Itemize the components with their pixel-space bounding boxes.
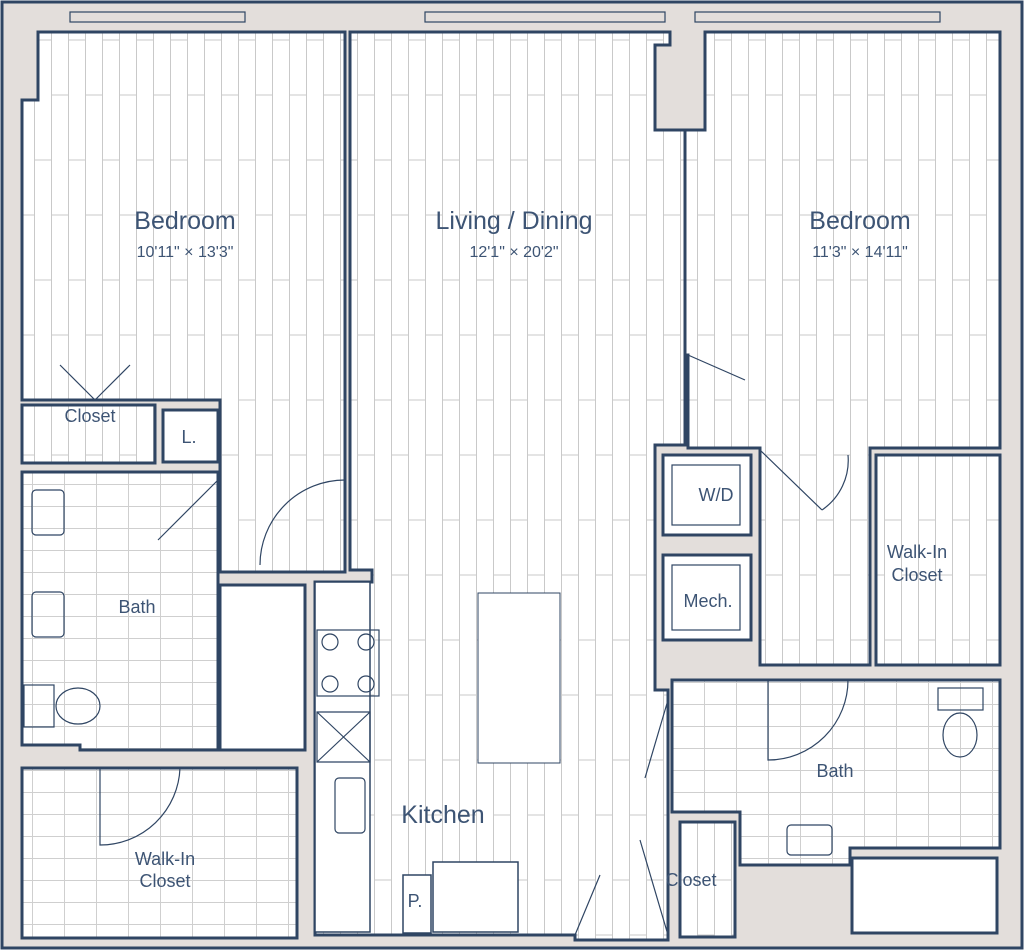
window-left <box>69 11 246 23</box>
bedroom-right-label: Bedroom <box>809 207 911 235</box>
kitchen-sink <box>334 777 366 834</box>
linen-label: L. <box>181 427 197 447</box>
kitchen-label: Kitchen <box>401 801 485 829</box>
room-mech <box>661 553 753 642</box>
room-bedroom-right <box>683 30 1002 667</box>
room-wic-left <box>20 766 299 940</box>
toilet-tank-right <box>937 687 984 711</box>
wic-left-label-2: Closet <box>139 871 191 891</box>
room-wic-right <box>874 453 1002 667</box>
wic-right-label-2: Closet <box>891 565 943 585</box>
room-bedroom-left <box>20 30 347 574</box>
toilet-tank-left <box>23 684 55 728</box>
toilet-bowl-left <box>55 687 101 725</box>
stove <box>316 629 380 697</box>
room-closet-left <box>20 403 157 465</box>
bedroom-left-label: Bedroom <box>134 207 236 235</box>
water-heater <box>671 564 741 631</box>
closet-left-label: Closet <box>64 406 116 426</box>
refrigerator <box>432 861 519 933</box>
room-living-dining <box>313 30 687 942</box>
bath-sink-left-2 <box>31 591 65 638</box>
pantry <box>402 874 432 934</box>
laundry-label: W/D <box>698 485 734 505</box>
window-right <box>694 11 941 23</box>
kitchen-counter <box>314 581 371 933</box>
door-swings <box>59 354 849 936</box>
room-bath-left <box>20 470 220 752</box>
wic-right-label-1: Walk-In <box>886 542 948 562</box>
room-linen <box>161 408 220 464</box>
closet-right-label: Closet <box>665 870 717 890</box>
bath-right-label: Bath <box>816 761 854 781</box>
wic-left-label-1: Walk-In <box>134 849 196 869</box>
room-laundry <box>661 453 753 537</box>
room-bath-right <box>670 678 1002 867</box>
washer-dryer <box>671 464 741 526</box>
bedroom-right-dims: 11'3" × 14'11" <box>812 244 908 261</box>
bathtub <box>850 856 999 935</box>
bedroom-left-dims: 10'11" × 13'3" <box>136 244 234 261</box>
living-dims: 12'1" × 20'2" <box>469 244 559 261</box>
shower-left <box>218 583 307 752</box>
bath-sink-left-1 <box>31 489 65 536</box>
room-closet-right <box>678 820 737 939</box>
mech-label: Mech. <box>683 591 733 611</box>
bath-sink-right <box>786 824 833 856</box>
living-label: Living / Dining <box>435 207 593 235</box>
kitchen-island <box>477 592 561 764</box>
toilet-bowl-right <box>942 712 978 758</box>
pantry-label: P. <box>407 891 423 911</box>
window-center <box>424 11 666 23</box>
dishwasher <box>316 711 371 763</box>
bath-left-label: Bath <box>118 597 156 617</box>
